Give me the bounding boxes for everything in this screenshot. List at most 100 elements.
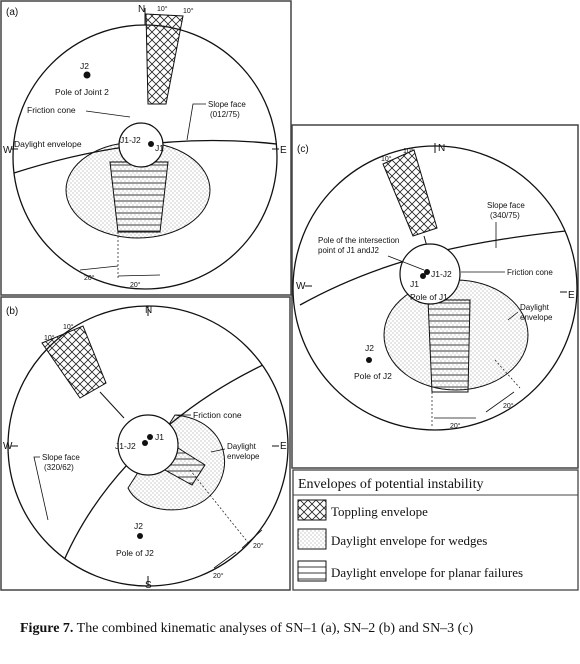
panel-b-slope-face-leader xyxy=(33,456,49,521)
legend-wedges-swatch xyxy=(297,528,327,550)
panel-b-toppling-envelope xyxy=(41,325,107,399)
panel-b-east-label: E xyxy=(280,441,287,452)
panel-b-j1j2-label: J1-J2 xyxy=(115,441,136,451)
panel-c-pole-j1-point xyxy=(420,273,426,279)
panel-b-slope-face-label: Slope face xyxy=(42,453,80,462)
legend: Envelopes of potential instability Toppl… xyxy=(292,469,579,591)
panel-c-angle-top-1: 10° xyxy=(381,155,392,163)
panel-b: (b) N S W E 10° 10° Friction cone J1 J1-… xyxy=(0,296,291,591)
panel-a-j2-label: J2 xyxy=(80,61,89,71)
panel-b-daylight-leader xyxy=(210,448,226,453)
panel-b-toppling-axis xyxy=(99,391,125,419)
panel-c-west-label: W xyxy=(296,281,306,292)
panel-b-pole-j1-point xyxy=(147,434,153,440)
panel-c-angle-bottom-1: 20° xyxy=(450,422,461,430)
panel-b-tag: (b) xyxy=(6,306,18,317)
panel-a-angle-top-2: 10° xyxy=(183,7,194,15)
panel-b-j1-label: J1 xyxy=(155,432,164,442)
panel-c-angle-arc-2 xyxy=(485,391,515,413)
panel-b-pole-j2-point xyxy=(137,533,143,539)
panel-a-j1-label: J1 xyxy=(155,143,164,153)
legend-toppling-label: Toppling envelope xyxy=(331,504,428,519)
panel-b-angle-guide xyxy=(189,469,251,546)
panel-b-j2-label: J2 xyxy=(134,521,143,531)
panel-c-friction-cone xyxy=(399,243,461,305)
panel-b-daylight-label-1: Daylight xyxy=(227,442,257,451)
legend-title: Envelopes of potential instability xyxy=(298,477,483,492)
panel-b-angle-bottom-1: 20° xyxy=(213,572,224,580)
panel-b-pole-j2-label: Pole of J2 xyxy=(116,548,154,558)
panel-a-toppling-envelope xyxy=(145,13,184,105)
panel-c-j1j2-point xyxy=(424,269,430,275)
panel-a-j1j2-point xyxy=(148,141,154,147)
legend-toppling-swatch xyxy=(297,499,327,521)
figure-caption: Figure 7. The combined kinematic analyse… xyxy=(20,621,474,636)
panel-c-j2-label: J2 xyxy=(365,343,374,353)
panel-b-daylight-label-2: envelope xyxy=(227,452,260,461)
panel-c-pole-j1-label: Pole of J1 xyxy=(410,292,448,302)
panel-a-pole-j2-point xyxy=(83,71,91,79)
caption-text: The combined kinematic analyses of SN–1 … xyxy=(73,621,473,636)
panel-c-daylight-leader xyxy=(507,311,519,321)
panel-c-daylight-label-2: envelope xyxy=(520,313,553,322)
panel-b-friction-cone-label: Friction cone xyxy=(193,410,242,420)
panel-a-angle-arc-1 xyxy=(79,265,119,271)
panel-c-pole-j2-point xyxy=(366,357,372,363)
panel-a-angle-bottom-1: 20° xyxy=(84,274,95,282)
panel-a-slope-face-leader xyxy=(186,103,206,141)
panel-a-pole-j2-label: Pole of Joint 2 xyxy=(55,87,109,97)
panel-c-pole-intersection-label-1: Pole of the intersection xyxy=(318,236,399,245)
panel-a-angle-arc-2 xyxy=(117,274,161,277)
panel-a-west-label: W xyxy=(3,145,13,156)
panel-b-angle-top-2: 10° xyxy=(63,323,74,331)
panel-c-slope-face-value: (340/75) xyxy=(490,211,520,220)
panel-c-friction-cone-label: Friction cone xyxy=(507,268,553,277)
panel-c-pole-intersection-label-2: point of J1 andJ2 xyxy=(318,246,379,255)
panel-a-daylight-label: Daylight envelope xyxy=(14,139,82,149)
caption-bold: Figure 7. xyxy=(20,621,73,636)
panel-c-north-label: N xyxy=(438,143,445,154)
panel-c-pole-j2-label: Pole of J2 xyxy=(354,371,392,381)
panel-c-tag: (c) xyxy=(297,144,309,155)
legend-planar-swatch xyxy=(297,560,327,582)
panel-c-pole-intersection-leader xyxy=(387,255,425,271)
panel-a-j1j2-label: J1-J2 xyxy=(120,135,141,145)
panel-a-tag: (a) xyxy=(6,7,18,18)
panel-a-frame xyxy=(0,0,292,296)
panel-c-slope-face-label: Slope face xyxy=(487,201,525,210)
panel-a-angle-top-1: 10° xyxy=(157,5,168,13)
panel-a: (a) N 10° 10° W E J2 Pole of Joint 2 Fri… xyxy=(0,0,292,296)
panel-b-angle-arc-2 xyxy=(241,529,263,549)
panel-c-daylight-label-1: Daylight xyxy=(520,303,550,312)
panel-c-j1j2-label: J1-J2 xyxy=(431,269,452,279)
panel-a-slope-face-label: Slope face xyxy=(208,100,246,109)
panel-c-frame xyxy=(291,124,579,469)
panel-a-friction-cone-label: Friction cone xyxy=(27,105,76,115)
panel-c: (c) N W E 10° 10° Slope face (340/75) Po… xyxy=(291,124,579,469)
legend-frame xyxy=(292,469,579,591)
legend-planar-label: Daylight envelope for planar failures xyxy=(331,565,523,580)
panel-b-west-label: W xyxy=(3,441,13,452)
panel-a-slope-face-value: (012/75) xyxy=(210,110,240,119)
panel-c-daylight-envelope-planar xyxy=(427,299,471,393)
panel-c-angle-bottom-2: 20° xyxy=(503,402,514,410)
panel-a-angle-bottom-2: 20° xyxy=(130,281,141,289)
panel-b-north-label: N xyxy=(145,305,152,316)
panel-b-friction-cone xyxy=(117,414,179,476)
panel-a-friction-cone-leader xyxy=(85,110,131,118)
panel-c-east-label: E xyxy=(568,290,575,301)
panel-b-angle-top-1: 10° xyxy=(44,334,55,342)
panel-c-angle-top-2: 10° xyxy=(403,147,414,155)
panel-c-j1-label: J1 xyxy=(410,279,419,289)
panel-b-frame xyxy=(0,296,291,591)
panel-b-angle-bottom-2: 20° xyxy=(253,542,264,550)
panel-a-east-label: E xyxy=(280,145,287,156)
panel-a-north-label: N xyxy=(138,4,145,15)
panel-c-toppling-envelope xyxy=(382,149,438,237)
panel-b-j1j2-point xyxy=(142,440,148,446)
panel-a-daylight-envelope-planar xyxy=(109,161,169,233)
legend-wedges-label: Daylight envelope for wedges xyxy=(331,533,487,548)
panel-b-angle-arc-1 xyxy=(213,551,237,569)
panel-a-friction-cone xyxy=(118,122,164,168)
